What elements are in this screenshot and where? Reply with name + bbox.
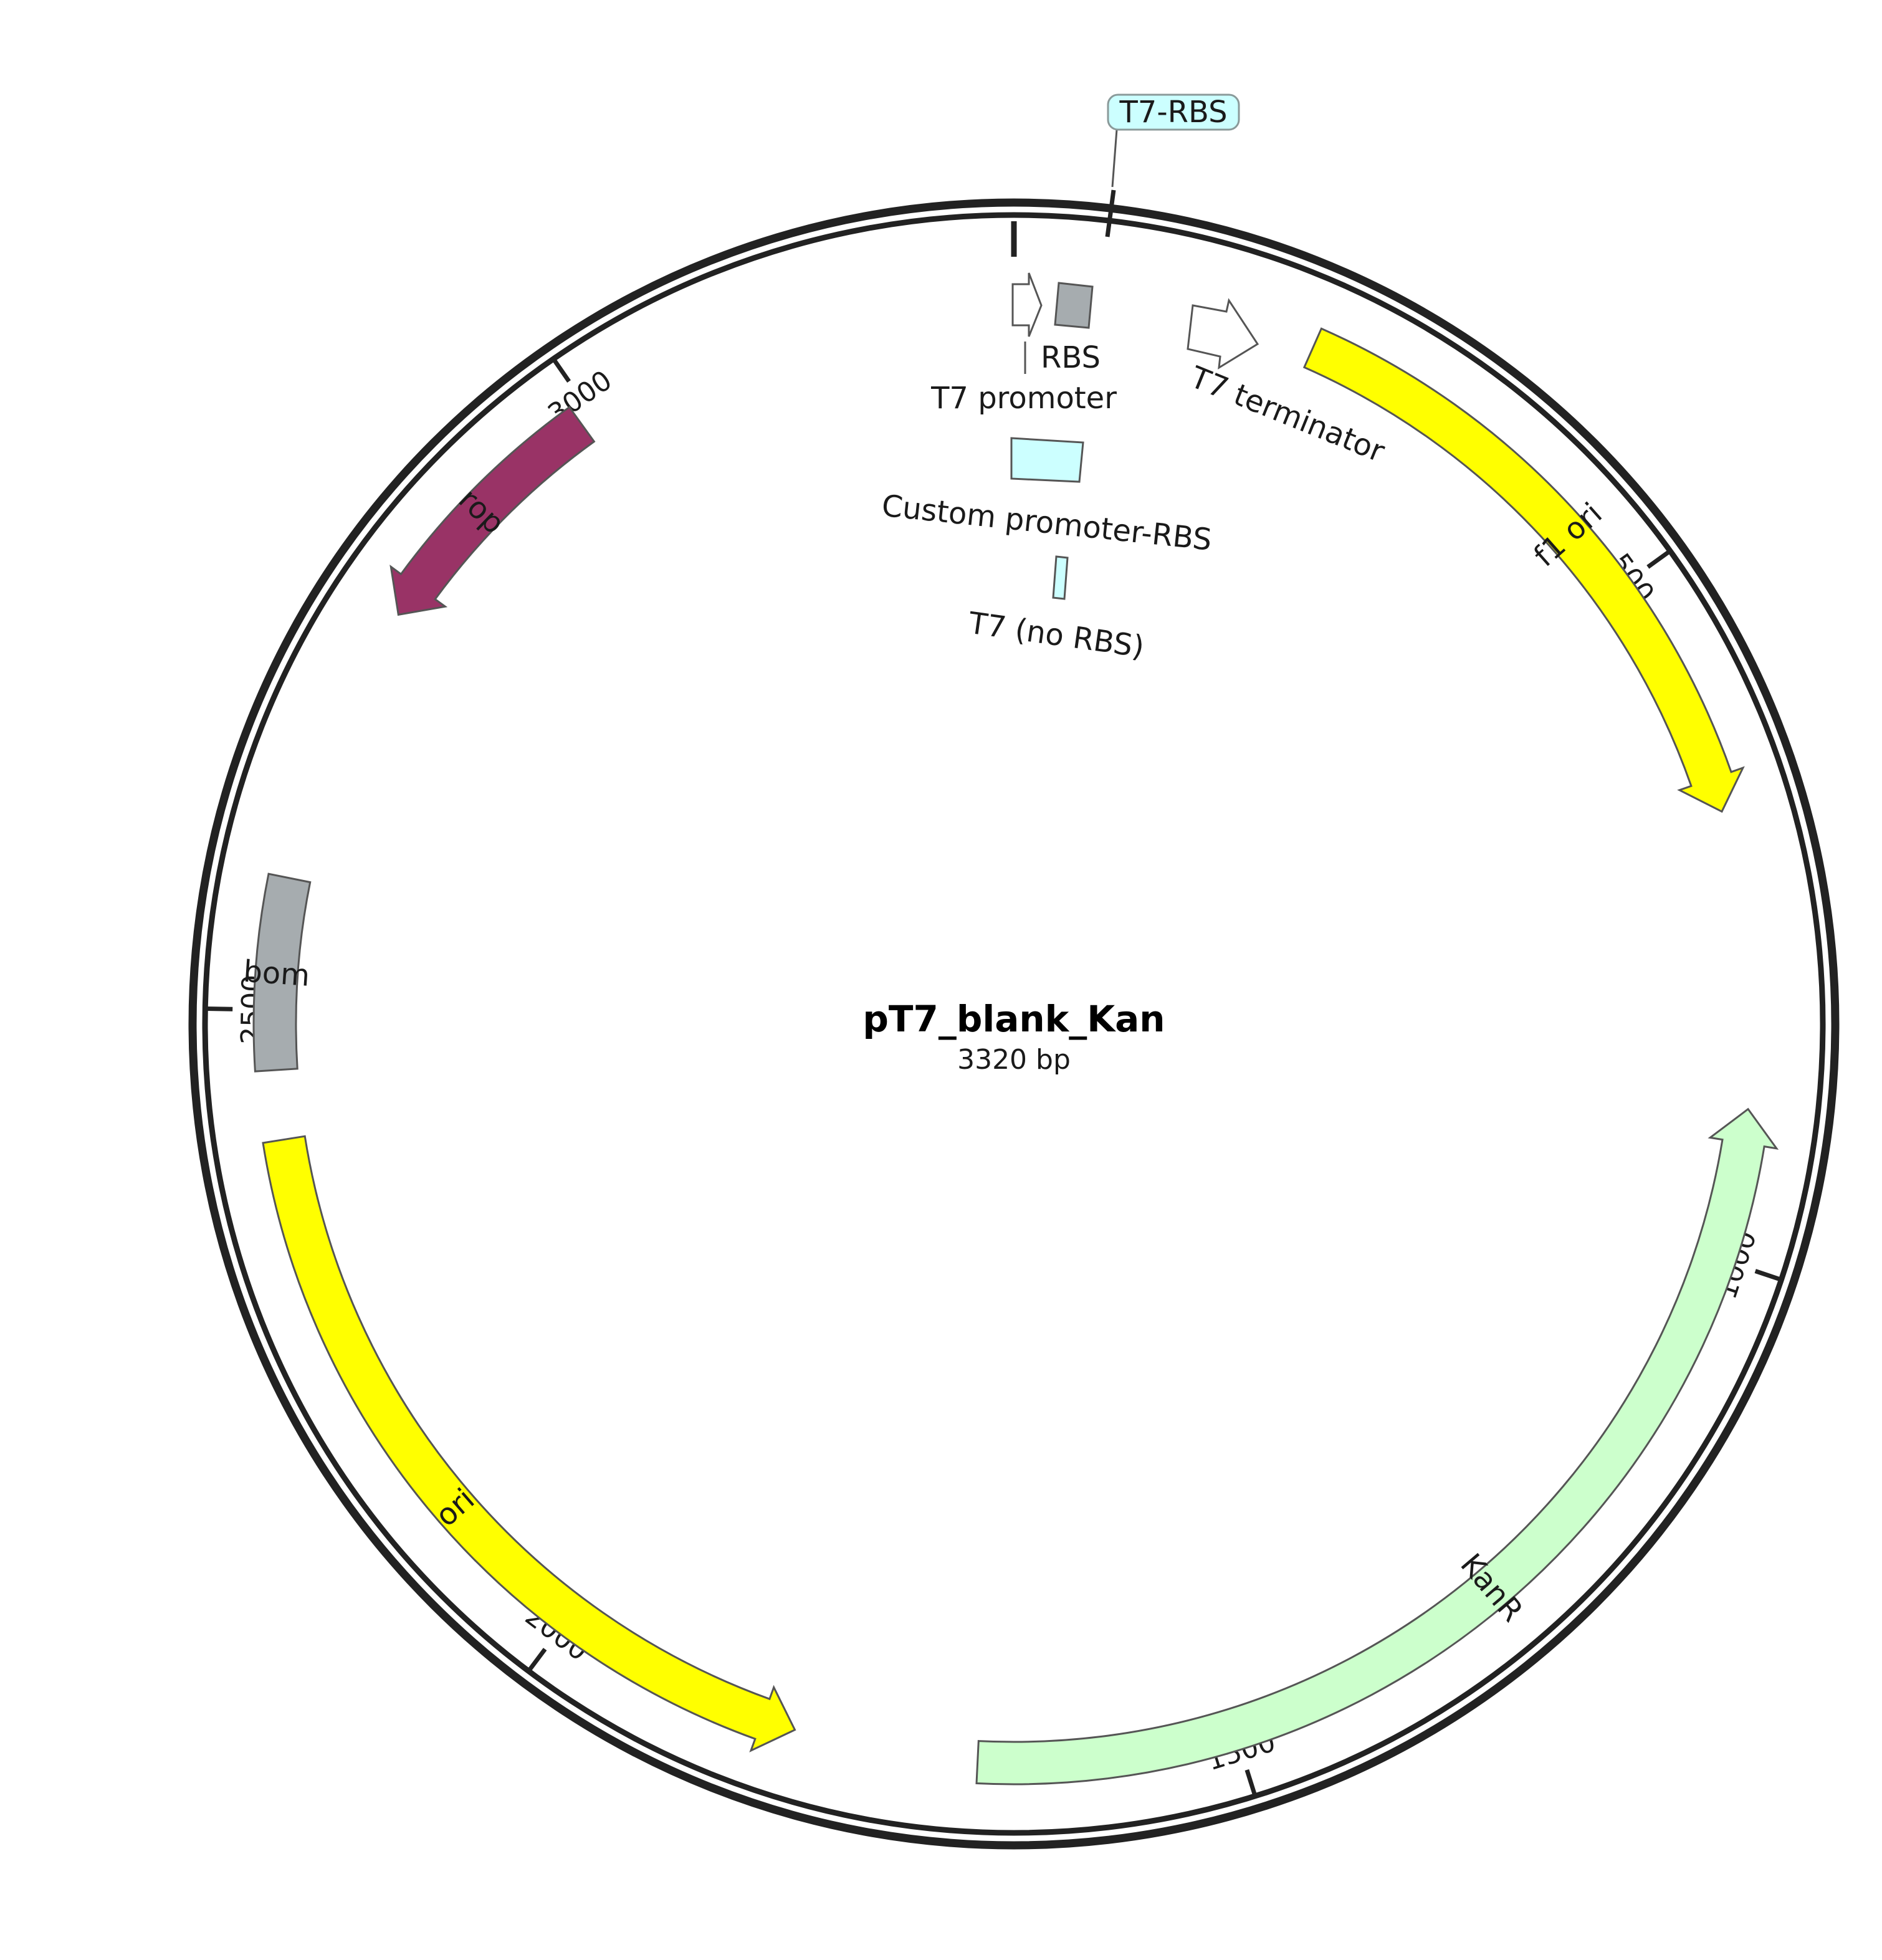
rop-feature[interactable]: rop <box>389 406 596 616</box>
rbs-label: RBS <box>1041 340 1101 375</box>
t7-terminator-arrow <box>1187 298 1259 370</box>
tick-mark <box>527 1648 547 1671</box>
t7-promoter-arrow <box>1011 272 1043 337</box>
t7-rbs-label: T7-RBS <box>1119 95 1227 130</box>
t7-rbs-site-tick <box>1105 189 1116 237</box>
t7-promoter-label: T7 promoter <box>930 381 1117 416</box>
t7-no-rbs-box <box>1052 555 1069 600</box>
tick-mark <box>206 1006 233 1011</box>
rbs-feature[interactable]: RBS <box>1041 282 1101 375</box>
custom-promoter-rbs-box <box>1010 437 1084 483</box>
rop-arc <box>389 406 596 616</box>
tick-mark <box>1646 550 1671 569</box>
bom-feature[interactable]: bom <box>242 872 312 1073</box>
plasmid-size: 3320 bp <box>957 1044 1071 1076</box>
t7-no-rbs-label: T7 (no RBS) <box>966 606 1147 665</box>
custom-promoter-rbs-label: Custom promoter-RBS <box>880 488 1213 557</box>
t7-promoter-feature[interactable]: T7 promoter <box>930 272 1117 416</box>
backbone-inner-ring <box>202 212 1826 1836</box>
ori-feature[interactable]: ori <box>262 1135 796 1752</box>
tick-mark <box>1754 1269 1781 1282</box>
kanr-arc <box>975 1107 1779 1786</box>
t7-no-rbs-feature[interactable]: T7 (no RBS) <box>966 555 1147 665</box>
bom-label: bom <box>242 954 311 993</box>
backbone-outer-ring <box>188 198 1840 1850</box>
kanr-feature[interactable]: KanR <box>975 1107 1779 1786</box>
f1-ori-arc <box>1302 327 1745 813</box>
ori-arc <box>262 1135 796 1752</box>
tick-mark <box>552 358 571 383</box>
plasmid-name: pT7_blank_Kan <box>862 998 1165 1040</box>
f1-ori-feature[interactable]: f1 ori <box>1302 327 1745 813</box>
bom-arc <box>252 872 312 1073</box>
rbs-box <box>1054 282 1094 329</box>
t7-rbs-callout[interactable]: T7-RBS <box>1105 93 1240 237</box>
tick-mark <box>1244 1769 1257 1796</box>
t7-rbs-leader <box>1111 129 1118 188</box>
t7-rbs-label-box <box>1107 93 1240 131</box>
custom-promoter-rbs-feature[interactable]: Custom promoter-RBS <box>880 437 1213 558</box>
